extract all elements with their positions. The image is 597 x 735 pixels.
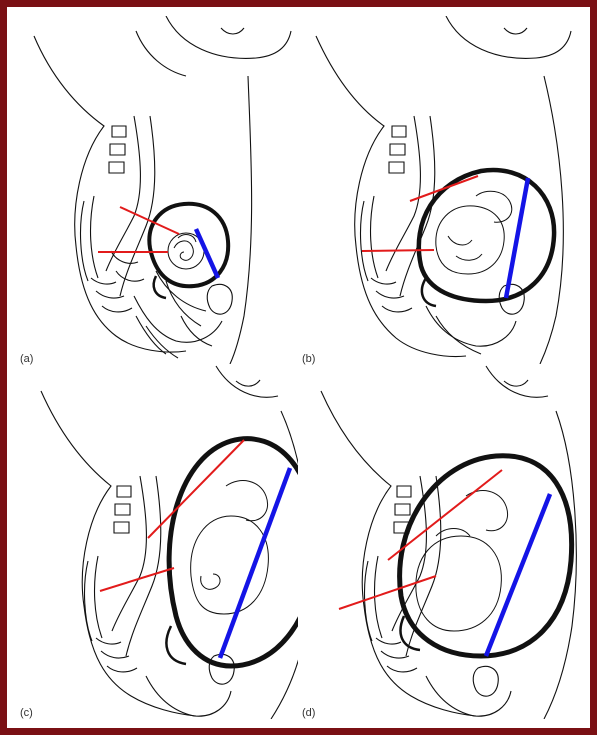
- panel-d-label: (d): [302, 707, 315, 719]
- panel-c-red-line-upper: [148, 440, 244, 538]
- panel-b-blue-line: [506, 178, 528, 298]
- panel-c-blue-line: [220, 468, 290, 658]
- panel-d-measurement-lines: [339, 470, 550, 656]
- pregnancy-stages-illustration: (a): [16, 16, 581, 719]
- panel-b: [316, 16, 571, 364]
- panel-b-red-line-lower: [362, 250, 434, 251]
- panel-c-measurement-lines: [100, 440, 290, 658]
- panel-d-red-line-lower: [339, 576, 436, 609]
- panel-a-blue-line: [196, 229, 218, 278]
- panel-c-red-line-lower: [100, 568, 174, 591]
- panel-a-label: (a): [20, 353, 33, 365]
- panel-a: [34, 16, 291, 364]
- panel-b-label: (b): [302, 353, 315, 365]
- panel-c-label: (c): [20, 707, 33, 719]
- panel-d: [321, 366, 576, 719]
- panel-c: [41, 366, 316, 719]
- figure-canvas: (a): [16, 16, 581, 719]
